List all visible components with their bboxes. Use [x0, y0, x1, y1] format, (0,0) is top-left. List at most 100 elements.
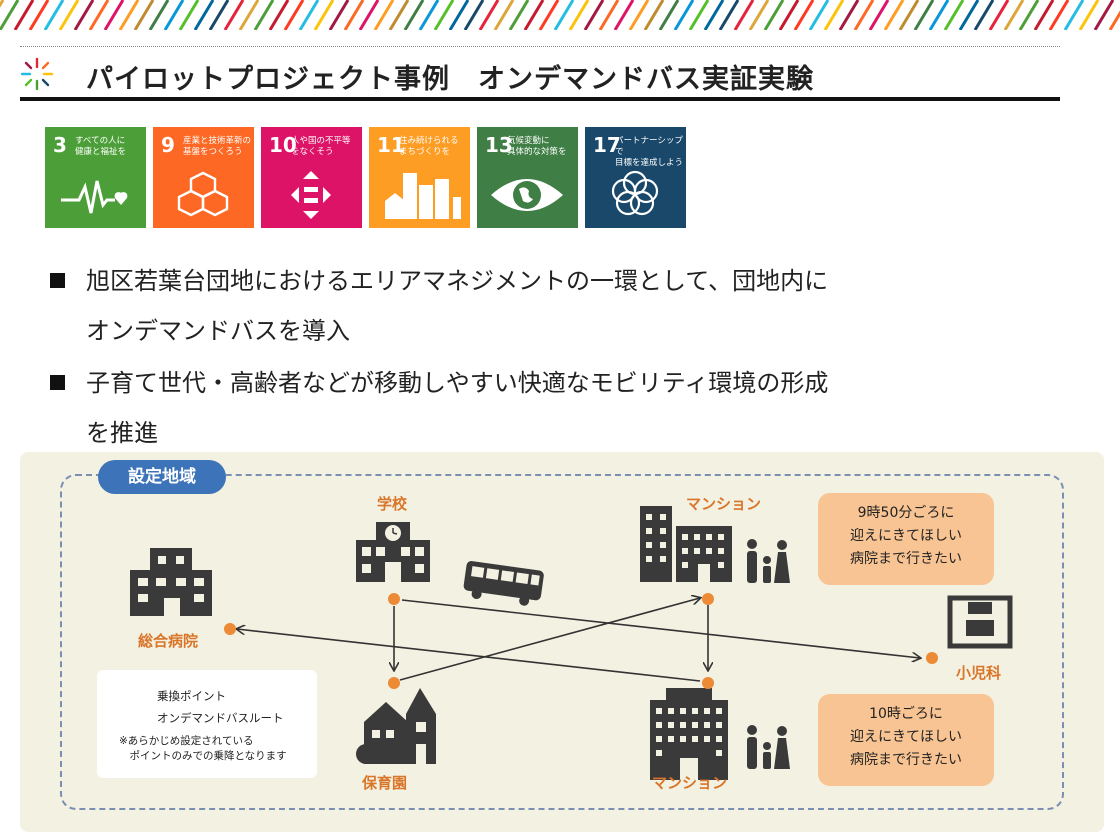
stripe-line [0, 0, 20, 30]
bullet-line: を推進 [86, 419, 158, 447]
stripe-line [313, 0, 335, 30]
stripe-line [133, 0, 155, 30]
city-icon [385, 173, 461, 219]
stripe-line [538, 0, 560, 30]
sdg-goal-11: 11 住み続けられる まちづくりを [369, 127, 470, 228]
stripe-line [1048, 0, 1070, 30]
sdg-number: 11 [377, 133, 405, 157]
stripe-line [838, 0, 860, 30]
stripe-line [118, 0, 140, 30]
sdg-text: 気候変動に 具体的な対策を [507, 136, 567, 157]
stripe-line [763, 0, 785, 30]
bubble-line: 迎えにきてほしい [850, 729, 962, 745]
stripe-line [328, 0, 350, 30]
stripe-line [283, 0, 305, 30]
legend-route: オンデマンドバスルート [157, 711, 284, 725]
sparkle-icon [20, 57, 54, 91]
label-nursery: 保育園 [362, 774, 408, 792]
bubble-line: 10時ごろに [869, 706, 943, 722]
stripe-line [868, 0, 890, 30]
hospital-building-icon [130, 548, 212, 616]
family-icon [747, 725, 790, 769]
stripe-line [1063, 0, 1085, 30]
stripe-line [58, 0, 80, 30]
stripe-line [613, 0, 635, 30]
area-tag: 設定地域 [98, 460, 226, 494]
dotted-divider [20, 46, 1060, 47]
sdg-number: 13 [485, 133, 513, 157]
rainbow-stripe [0, 0, 1120, 30]
stripe-line [1093, 0, 1115, 30]
stripe-line [823, 0, 845, 30]
bullet-list: 旭区若葉台団地におけるエリアマネジメントの一環として、団地内に オンデマンドバス… [50, 256, 1050, 458]
stripe-line [583, 0, 605, 30]
bubble-line: 病院まで行きたい [850, 752, 962, 768]
request-bubble-bottom: 10時ごろに 迎えにきてほしい 病院まで行きたい [818, 694, 994, 786]
stripe-line [433, 0, 455, 30]
legend-note: ※あらかじめ設定されている ポイントのみでの乗降となります [119, 735, 287, 762]
sdg-text: 人や国の不平等 をなくそう [291, 136, 351, 157]
stripe-line [403, 0, 425, 30]
stripe-line [463, 0, 485, 30]
stripe-line [343, 0, 365, 30]
stripe-line [448, 0, 470, 30]
sdg-text: すべての人に 健康と福祉を [75, 136, 127, 157]
transfer-point-nursery [388, 677, 400, 689]
stripe-line [883, 0, 905, 30]
stripe-line [793, 0, 815, 30]
stripe-line [418, 0, 440, 30]
sdg-goal-9: 9 産業と技術革新の 基盤をつくろう [153, 127, 254, 228]
sdg-goal-13: 13 気候変動に 具体的な対策を [477, 127, 578, 228]
stripe-line [493, 0, 515, 30]
route-mansion-hospital [237, 629, 701, 682]
sdg-goal-10: 10 人や国の不平等 をなくそう [261, 127, 362, 228]
page-title: パイロットプロジェクト事例 オンデマンドバス実証実験 [86, 64, 814, 95]
stripe-line [43, 0, 65, 30]
stripe-line [568, 0, 590, 30]
sdg-text: 産業と技術革新の 基盤をつくろう [183, 136, 252, 157]
stripe-line [193, 0, 215, 30]
stripe-line [928, 0, 950, 30]
label-hospital: 総合病院 [138, 632, 199, 650]
pediatrics-clinic-icon [947, 595, 1013, 649]
bubble-line: 病院まで行きたい [850, 551, 962, 567]
bullet-item: 旭区若葉台団地におけるエリアマネジメントの一環として、団地内に オンデマンドバス… [50, 256, 1050, 356]
stripe-line [988, 0, 1010, 30]
legend-transfer-point: 乗換ポイント [157, 689, 226, 703]
stripe-line [598, 0, 620, 30]
stripe-line [553, 0, 575, 30]
stripe-line [13, 0, 35, 30]
stripe-line [733, 0, 755, 30]
stripe-line [478, 0, 500, 30]
stripe-line [358, 0, 380, 30]
stripe-line [658, 0, 680, 30]
bullet-line: 旭区若葉台団地におけるエリアマネジメントの一環として、団地内に [86, 267, 829, 295]
stripe-line [73, 0, 95, 30]
stripe-line [958, 0, 980, 30]
label-mansion-top: マンション [686, 495, 762, 513]
transfer-point-mansion-top [702, 593, 714, 605]
label-school: 学校 [377, 495, 408, 513]
sdg-goal-17: 17 パートナーシップで 目標を達成しよう [585, 127, 686, 228]
route-diagram: 設定地域 [20, 452, 1104, 832]
route-lines [112, 506, 1013, 780]
sdg-number: 17 [593, 133, 621, 157]
sdg-number: 9 [161, 133, 175, 157]
bubble-line: 迎えにきてほしい [850, 528, 962, 544]
heartbeat-icon [61, 180, 128, 214]
stripe-line [178, 0, 200, 30]
request-bubble-top: 9時50分ごろに 迎えにきてほしい 病院まで行きたい [818, 493, 994, 585]
stripe-line [973, 0, 995, 30]
sdg-text: 住み続けられる まちづくりを [399, 136, 459, 157]
mansion-building-icon [650, 688, 728, 780]
stripe-line [523, 0, 545, 30]
transfer-point-mansion-bottom [702, 677, 714, 689]
sdg-text: パートナーシップで 目標を達成しよう [615, 136, 684, 168]
stripe-line [148, 0, 170, 30]
bus-icon [463, 561, 544, 606]
stripe-line [748, 0, 770, 30]
stripe-line [1003, 0, 1025, 30]
stripe-line [853, 0, 875, 30]
bullet-item: 子育て世代・高齢者などが移動しやすい快適なモビリティ環境の形成 を推進 [50, 358, 1050, 458]
nursery-school-icon [356, 688, 436, 764]
